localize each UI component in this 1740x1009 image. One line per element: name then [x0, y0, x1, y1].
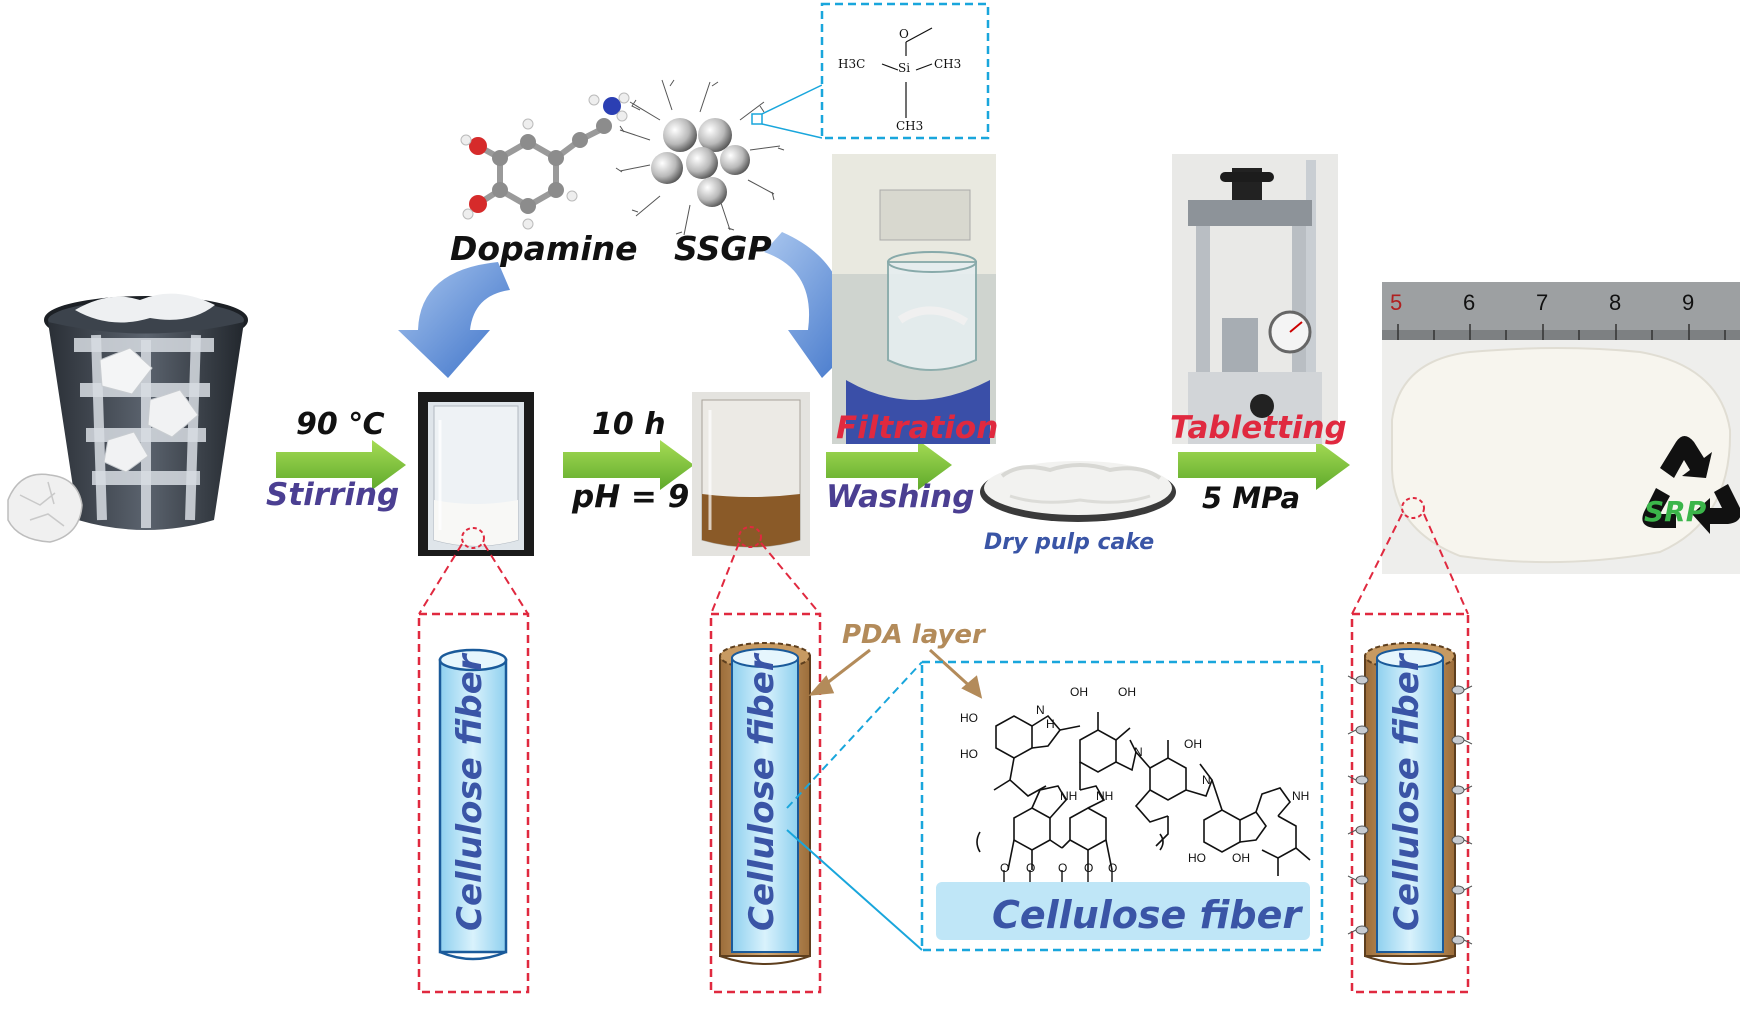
zoom-box-fiber-3 — [1350, 612, 1470, 994]
zoom-box-fiber-2 — [709, 612, 822, 994]
filtration-apparatus-photo — [832, 154, 996, 444]
filtration-label: Filtration — [836, 410, 999, 446]
pda-n-2: N — [1134, 745, 1143, 759]
ssgp-label: SSGP — [674, 229, 772, 268]
fiber-3-label: Cellulose fiber — [1387, 654, 1427, 931]
arrow-stirring — [276, 440, 406, 490]
srp-zoom-circle — [1401, 497, 1425, 519]
cellulose-fiber-pda — [719, 642, 811, 965]
silane-ch3-right: CH3 — [934, 57, 962, 71]
pda-n-1: N — [1036, 703, 1045, 717]
srp-label: SRP — [1644, 495, 1707, 528]
pda-ho-3: HO — [1188, 851, 1206, 865]
beaker2-zoom-circle — [738, 526, 762, 548]
pda-oh-2: OH — [1118, 685, 1136, 699]
pda-base-fiber-bar — [936, 882, 1310, 940]
ruler-tick-7: 7 — [1536, 290, 1549, 315]
stirring-temperature-label: 90 ℃ — [296, 407, 385, 442]
pda-oh-1: OH — [1070, 685, 1088, 699]
srp-sample-photo — [1382, 282, 1740, 574]
pressure-label: 5 MPa — [1202, 481, 1301, 515]
silane-o-atom: O — [899, 27, 909, 41]
pda-o-3: O — [1058, 861, 1068, 875]
beaker1-zoom-circle — [461, 527, 485, 549]
pda-o-1: O — [1000, 861, 1010, 875]
silane-ch3-bottom: CH3 — [896, 119, 924, 133]
dry-pulp-cake-icon — [980, 461, 1176, 522]
curved-arrow-dopamine — [398, 262, 510, 378]
silane-box — [820, 2, 990, 140]
tabletting-label: Tabletting — [1170, 410, 1347, 446]
fiber-2-label: Cellulose fiber — [742, 654, 782, 931]
arrow-reaction — [563, 440, 694, 490]
pda-n-3: N — [1202, 773, 1211, 787]
pda-nh-2: NH — [1096, 789, 1114, 803]
stirring-label: Stirring — [266, 477, 400, 513]
pda-nh-3: NH — [1292, 789, 1310, 803]
ruler-tick-5: 5 — [1390, 290, 1403, 315]
ruler-tick-9: 9 — [1682, 290, 1695, 315]
ph-label: pH = 9 — [572, 479, 690, 515]
ssgp-particles-icon — [615, 79, 785, 236]
waste-basket-icon — [44, 293, 248, 530]
zoom-lines-blue — [786, 661, 923, 951]
pda-base-fiber-label: Cellulose fiber — [992, 893, 1302, 937]
silane-ch3-left: H3C — [838, 57, 866, 71]
beaker-white-photo — [418, 392, 534, 556]
arrow-filtration — [826, 440, 952, 490]
recycle-icon — [1642, 436, 1740, 534]
reaction-time-label: 10 h — [592, 407, 666, 442]
zoom-lines-red — [418, 513, 1469, 615]
silane-bonds — [881, 27, 933, 118]
dopamine-label: Dopamine — [450, 229, 638, 268]
beaker-brown-photo — [692, 392, 810, 556]
pda-o-4: O — [1084, 861, 1094, 875]
cellulose-fiber-bare — [438, 648, 508, 961]
ssgp-zoom-square — [751, 113, 763, 125]
pda-o-2: O — [1026, 861, 1036, 875]
pda-structure-box — [920, 660, 1324, 952]
tabletting-press-photo — [1172, 154, 1338, 444]
crumpled-paper-icon — [7, 473, 83, 543]
pda-structure-drawing — [976, 712, 1311, 876]
pda-ho-1: HO — [960, 711, 978, 725]
zoom-box-fiber-1 — [417, 612, 530, 994]
silane-si-atom: Si — [898, 61, 911, 75]
washing-label: Washing — [826, 479, 975, 515]
dopamine-molecule-icon — [460, 92, 630, 230]
cellulose-fiber-pda-ssgp — [1347, 642, 1473, 965]
ruler-tick-8: 8 — [1609, 290, 1622, 315]
pda-layer-arrows — [808, 648, 983, 699]
pda-h-1: H — [1046, 717, 1055, 731]
pda-o-5: O — [1108, 861, 1118, 875]
fiber-1-label: Cellulose fiber — [450, 654, 490, 931]
pda-oh-4: OH — [1232, 851, 1250, 865]
pda-ho-2: HO — [960, 747, 978, 761]
pda-oh-3: OH — [1184, 737, 1202, 751]
pda-layer-label: PDA layer — [842, 620, 985, 650]
pda-nh-1: NH — [1060, 789, 1078, 803]
dry-pulp-cake-label: Dry pulp cake — [984, 530, 1155, 555]
ruler-ticks — [1397, 324, 1726, 340]
silane-zoom-lines — [761, 84, 823, 139]
ruler-tick-6: 6 — [1463, 290, 1476, 315]
arrow-tabletting — [1178, 440, 1350, 490]
